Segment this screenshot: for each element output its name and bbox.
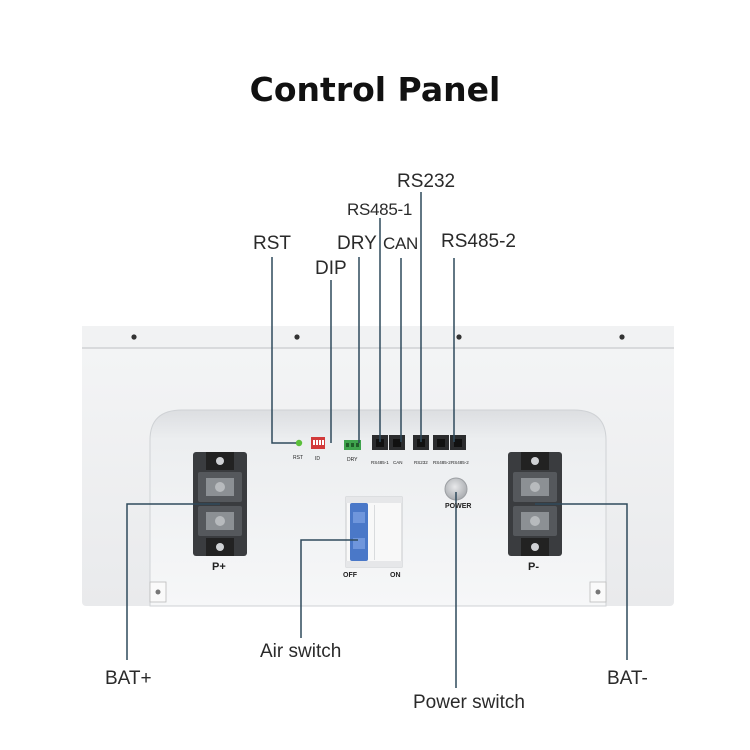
mount-bracket-left — [149, 581, 167, 603]
panel-label-p-plus: P+ — [212, 561, 226, 573]
callout-dip: DIP — [315, 258, 347, 279]
leader-lines — [126, 192, 628, 688]
callout-can: CAN — [383, 234, 418, 253]
leader-rst — [271, 257, 296, 444]
can-port[interactable] — [389, 435, 405, 450]
callout-rs485-2: RS485-2 — [441, 231, 516, 252]
callout-rs485-1: RS485-1 — [347, 200, 412, 219]
breaker-handle — [350, 503, 368, 561]
panel-label-rs485-2a: RS485-2 — [433, 460, 451, 465]
callout-air-switch: Air switch — [260, 641, 342, 662]
panel-label-rs232: RS232 — [414, 460, 428, 465]
rs232-port[interactable] — [413, 435, 429, 450]
callout-rs232: RS232 — [397, 171, 456, 192]
screw-icon — [294, 334, 300, 340]
panel-label-can: CAN — [393, 460, 403, 465]
screw-icon — [456, 334, 462, 340]
panel-label-rs485-2b: RS485-2 — [451, 460, 469, 465]
screw-icon — [131, 334, 137, 340]
leader-air-switch — [300, 539, 358, 638]
air-switch-breaker[interactable] — [345, 496, 403, 568]
rst-led-icon[interactable] — [295, 439, 303, 447]
panel-label-power: POWER — [445, 503, 472, 510]
panel-label-id: ID — [315, 456, 320, 462]
panel-label-dry: DRY — [347, 457, 358, 463]
panel-label-p-minus: P- — [528, 561, 539, 573]
dry-contact-connector[interactable] — [344, 440, 361, 450]
panel-label-off: OFF — [343, 572, 357, 579]
rs485-2-ports[interactable] — [433, 435, 466, 450]
page-title: Control Panel — [249, 70, 501, 109]
rs485-1-port[interactable] — [372, 435, 388, 450]
callout-bat-minus: BAT- — [607, 668, 648, 689]
dip-switch[interactable] — [311, 437, 325, 449]
panel-label-on: ON — [390, 572, 401, 579]
leader-bat-plus — [126, 503, 220, 660]
screw-icon — [619, 334, 625, 340]
callout-dry: DRY — [337, 233, 377, 254]
panel-label-rs485-1: RS485-1 — [371, 460, 389, 465]
callout-power-switch: Power switch — [413, 692, 525, 713]
mount-bracket-right — [589, 581, 607, 603]
panel-label-rst: RST — [293, 455, 303, 461]
callout-bat-plus: BAT+ — [105, 668, 152, 689]
leader-bat-minus — [535, 503, 628, 660]
callout-rst: RST — [253, 233, 291, 254]
